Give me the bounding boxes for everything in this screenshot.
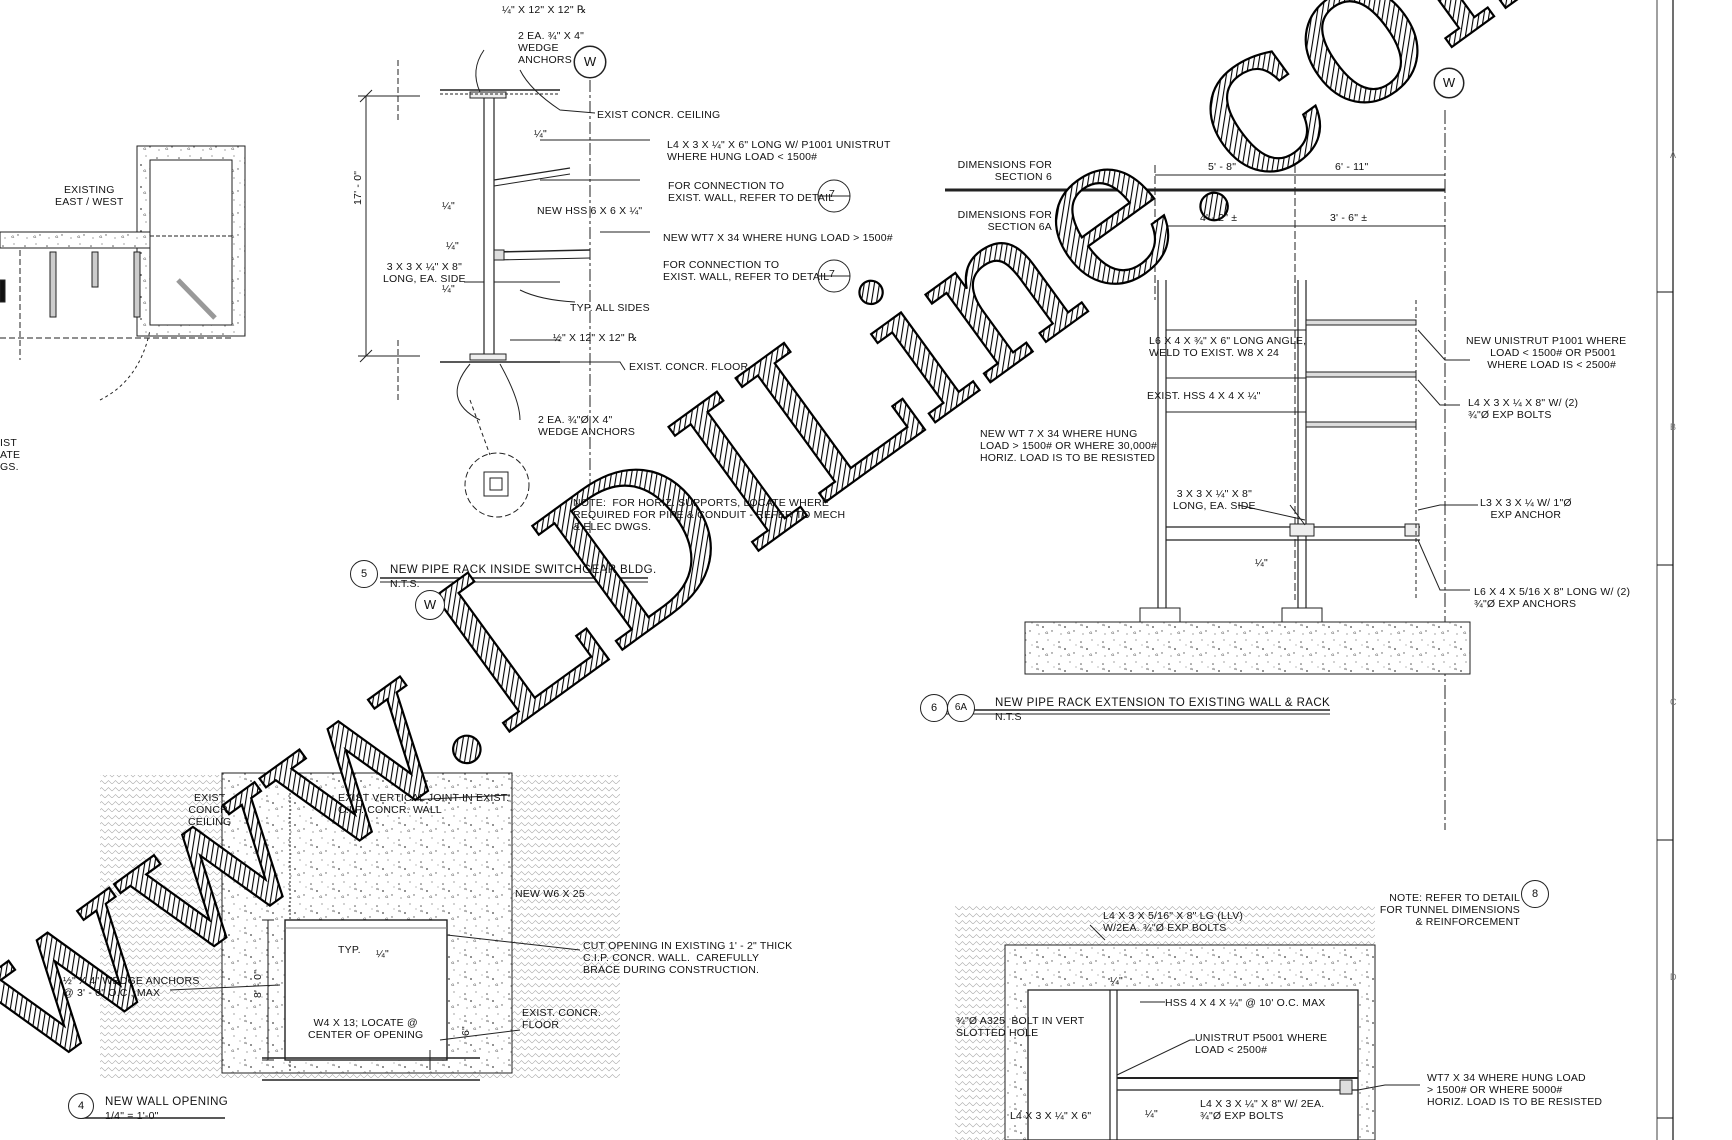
unistrut-note-8: UNISTRUT P5001 WHERE LOAD < 2500#: [1195, 1032, 1328, 1056]
opening-height-dim: 8' - 0": [252, 969, 264, 998]
gridline-w-bubble: W: [574, 46, 606, 78]
vertical-joint-note: EXIST VERTICAL JOINT IN EXIST. C.I.P. CO…: [338, 792, 510, 816]
tunnel-reference-note: NOTE: REFER TO DETAIL FOR TUNNEL DIMENSI…: [1379, 892, 1520, 928]
gridline-w-bubble-3: W: [1434, 68, 1464, 98]
l4-bolts-note-8: L4 x 3 x ¼" x 8" w/ 2ea. ¾"ø EXP BOLTS: [1200, 1098, 1325, 1122]
l4-exp-bolts-note: L4 x 3 x ¼ x 8" w/ (2) ¾"ø EXP BOLTS: [1468, 397, 1579, 421]
weld-note-2: ¼": [442, 200, 455, 212]
section-6a-dim-right: 3' - 6" ±: [1330, 212, 1368, 224]
ceiling-note: EXIST CONCR. CEILING: [597, 109, 721, 121]
detail-4-scale: 1/4" = 1'-0": [105, 1110, 159, 1122]
l4-angle-note: L4 x 3 x ¼" x 6" LONG W/ P1001 UNISTRUT …: [667, 139, 891, 163]
w4-note: W4 x 13; LOCATE @ CENTER OF OPENING: [308, 1017, 424, 1041]
height-dimension: 17' - 0": [352, 170, 364, 205]
hss-note-8: HSS 4 x 4 x ¼" @ 10' O.C. MAX: [1165, 997, 1326, 1009]
detail-8-linework: [955, 905, 1420, 1140]
sheet-row-label-c: C: [1670, 697, 1677, 707]
bottom-plate-note: ½" x 12" x 12" ℞: [553, 332, 638, 344]
angle-each-side-note-6: 3 x 3 x ¼" x 8" LONG, EA. SIDE: [1173, 488, 1256, 512]
hss-note: NEW HSS 6 x 6 x ¼": [537, 205, 643, 217]
weld-note-6: ¼": [1255, 557, 1268, 569]
l3-anchor-note: L3 x 3 x ¼ w/ 1"ø EXP ANCHOR: [1480, 497, 1572, 521]
weld-note: ¼": [534, 128, 547, 140]
detail-4-linework: [82, 772, 620, 1119]
sheet-row-label-b: B: [1670, 422, 1677, 432]
l6-anchors-note: L6 x 4 x 5/16 x 8" LONG w/ (2) ¾"ø EXP A…: [1474, 586, 1631, 610]
l4-short-note: L4 x 3 x ¼" x 6": [1010, 1110, 1092, 1122]
detail-6-title: NEW PIPE RACK EXTENSION TO EXISTING WALL…: [995, 697, 1331, 709]
dimensions-section-6a-label: DIMENSIONS FOR SECTION 6A: [957, 209, 1052, 233]
left-fragment-plan: [0, 145, 246, 401]
dimensions-section-6-label: DIMENSIONS FOR SECTION 6: [957, 159, 1052, 183]
typ-note: TYP.: [338, 944, 361, 956]
cut-opening-note: CUT OPENING IN EXISTING 1' - 2" THICK C.…: [583, 940, 793, 976]
detail-ref-7a: 7: [829, 188, 836, 200]
top-plate-note: ¼" x 12" x 12" ℞: [502, 4, 587, 16]
wedge-anchors-note: ½" x 4" WEDGE ANCHORS @ 3' - 0" O.C., MA…: [63, 975, 200, 999]
sheet-row-label-a: A: [1670, 150, 1677, 160]
l4-lg-note: L4 x 3 x 5/16" x 8" LG (LLV) w/2ea. ¾"ø …: [1103, 910, 1244, 934]
connection-note-2: FOR CONNECTION TO EXIST. WALL, REFER TO …: [663, 259, 830, 283]
cut-off-note: IST ATE GS.: [0, 437, 21, 473]
wt7-note-8: WT7 x 34 WHERE HUNG LOAD > 1500# OR WHER…: [1427, 1072, 1603, 1108]
section-6a-dim-left: 4' - 2" ±: [1200, 212, 1238, 224]
detail-5-scale: N.T.S.: [390, 578, 420, 590]
connection-note-1: FOR CONNECTION TO EXIST. WALL, REFER TO …: [668, 180, 835, 204]
floor-note: EXIST. CONCR. FLOOR: [629, 361, 749, 373]
detail-4-title: NEW WALL OPENING: [105, 1096, 229, 1108]
existing-east-west-label: EXISTING EAST / WEST: [55, 184, 124, 208]
weld-note-8b: ¼": [1145, 1108, 1158, 1120]
sheet-row-label-d: D: [1670, 972, 1677, 982]
new-wt7-note: NEW WT 7 x 34 WHERE HUNG LOAD > 1500# OR…: [980, 428, 1158, 464]
long-angle-note: L6 x 4 x ¾" x 6" LONG ANGLE, WELD TO EXI…: [1149, 335, 1307, 359]
weld-note-8a: ¼": [1110, 975, 1123, 987]
wt7-note: NEW WT7 x 34 WHERE HUNG LOAD > 1500#: [663, 232, 893, 244]
angle-each-side-note: 3 x 3 x ¼" x 8" LONG, EA. SIDE: [383, 261, 466, 285]
section-6-dim-right: 6' - 11": [1335, 161, 1369, 173]
detail-6a-number: 6A: [947, 694, 975, 722]
detail-5-title: NEW PIPE RACK INSIDE SWITCHGEAR BLDG.: [390, 564, 657, 576]
bottom-wedge-anchors-note: 2 ea. ¾"Ø x 4" WEDGE ANCHORS: [538, 414, 636, 438]
small-dim: 6": [460, 1026, 472, 1036]
detail-6-scale: N.T.S: [995, 711, 1022, 723]
detail-8-ref: 8: [1521, 880, 1549, 908]
top-wedge-anchors-note: 2 ea. ¾" x 4" WEDGE ANCHORS: [518, 30, 585, 66]
sheet-border: [1656, 0, 1674, 1140]
exist-floor-note: EXIST. CONCR. FLOOR: [522, 1007, 602, 1031]
unistrut-note: NEW UNISTRUT P1001 WHERE LOAD < 1500# OR…: [1466, 335, 1627, 371]
a325-bolt-note: ¾"ø A325 BOLT IN VERT SLOTTED HOLE: [956, 1015, 1085, 1039]
gridline-w-bubble-2: W: [415, 590, 445, 620]
detail-4-number: 4: [68, 1093, 94, 1119]
section-6-dim-left: 5' - 8": [1208, 161, 1237, 173]
w6-note: NEW W6 x 25: [515, 888, 585, 900]
typ-all-sides-note: TYP. ALL SIDES: [570, 302, 650, 314]
exist-ceiling-note: EXIST CONCR. CEILING: [188, 792, 232, 828]
detail-5-number: 5: [350, 560, 378, 588]
horizontal-supports-note: NOTE: FOR HORIZ. SUPPORTS, LOCATE WHERE …: [573, 497, 846, 533]
exist-hss-note: EXIST. HSS 4 x 4 x ¼": [1147, 390, 1261, 402]
detail-ref-7b: 7: [829, 268, 836, 280]
weld-note-3: ¼": [446, 240, 459, 252]
detail-6-number: 6: [920, 694, 948, 722]
weld-note-4: ¼": [442, 283, 455, 295]
weld-note-4a: ¼": [376, 948, 389, 960]
